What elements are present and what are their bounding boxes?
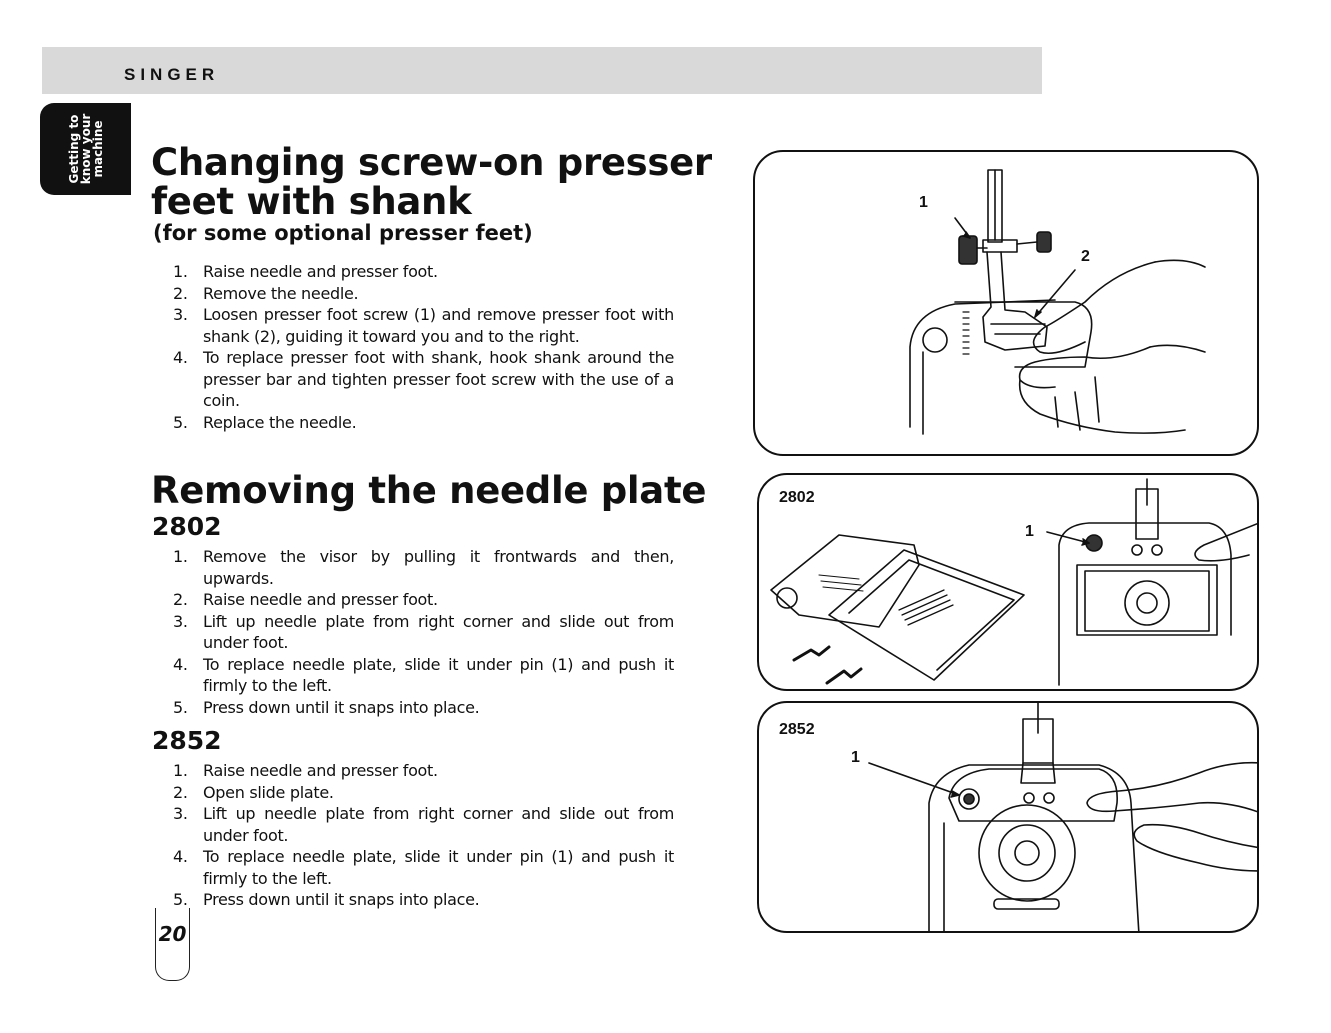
step-number: 4. xyxy=(173,847,188,866)
section1-title-line2: feet with shank xyxy=(151,180,472,223)
figure-2802-label: 2802 xyxy=(779,489,815,506)
list-item: 4. To replace needle plate, slide it unde… xyxy=(168,654,674,697)
page-number: 20 xyxy=(158,922,187,946)
step-number: 1. xyxy=(173,547,188,566)
figure-needle-plate-2802: 2802 1 xyxy=(757,473,1259,691)
model-2802-heading: 2802 xyxy=(152,512,222,541)
step-text: To replace needle plate, slide it under … xyxy=(203,847,674,888)
step-number: 3. xyxy=(173,611,188,631)
figure-presser-foot: 1 2 xyxy=(753,150,1259,456)
callout-1: 1 xyxy=(1025,523,1034,540)
list-item: 1. Raise needle and presser foot. xyxy=(168,261,674,283)
model-2802-steps: 1. Remove the visor by pulling it frontwa… xyxy=(168,546,674,718)
step-number: 5. xyxy=(173,412,188,432)
figure-2852-label: 2852 xyxy=(779,721,815,738)
step-text: Raise needle and presser foot. xyxy=(203,590,438,609)
section-tab-line: machine xyxy=(91,120,105,178)
figure-needle-plate-2852: 2852 1 xyxy=(757,701,1259,933)
step-number: 3. xyxy=(173,804,188,823)
step-text: Loosen presser foot screw (1) and remove… xyxy=(203,305,674,346)
step-number: 1. xyxy=(173,262,188,281)
list-item: 2. Open slide plate. xyxy=(168,782,674,804)
step-number: 2. xyxy=(173,590,188,609)
step-number: 4. xyxy=(173,654,188,674)
step-text: To replace presser foot with shank, hook… xyxy=(203,348,674,410)
list-item: 1. Raise needle and presser foot. xyxy=(168,760,674,782)
model-2852-heading: 2852 xyxy=(152,726,222,755)
step-number: 4. xyxy=(173,348,188,367)
needle-plate-2802-illustration xyxy=(770,478,1257,686)
presser-foot-illustration xyxy=(909,169,1206,435)
list-item: 2. Raise needle and presser foot. xyxy=(168,589,674,611)
step-number: 2. xyxy=(173,283,188,303)
model-2852-steps: 1. Raise needle and presser foot. 2. Open … xyxy=(168,760,674,911)
step-text: Replace the needle. xyxy=(203,412,357,432)
callout-1: 1 xyxy=(919,194,928,211)
list-item: 4. To replace needle plate, slide it unde… xyxy=(168,846,674,889)
list-item: 1. Remove the visor by pulling it frontwa… xyxy=(168,546,674,589)
list-item: 4. To replace presser foot with shank, ho… xyxy=(168,347,674,412)
step-number: 3. xyxy=(173,305,188,324)
step-text: Raise needle and presser foot. xyxy=(203,761,438,780)
step-text: Press down until it snaps into place. xyxy=(203,890,480,909)
step-number: 1. xyxy=(173,761,188,780)
callout-1: 1 xyxy=(851,749,860,766)
step-text: Open slide plate. xyxy=(203,782,334,802)
step-number: 2. xyxy=(173,782,188,802)
list-item: 5. Press down until it snaps into place. xyxy=(168,889,674,911)
needle-plate-2852-illustration xyxy=(868,703,1257,931)
step-text: Remove the needle. xyxy=(203,283,359,303)
step-text: Lift up needle plate from right corner a… xyxy=(203,804,674,845)
step-text: Press down until it snaps into place. xyxy=(203,697,480,717)
section-tab: Getting to know your machine xyxy=(40,103,131,195)
list-item: 5. Press down until it snaps into place. xyxy=(168,697,674,719)
step-text: Remove the visor by pulling it frontward… xyxy=(203,547,674,588)
step-text: Raise needle and presser foot. xyxy=(203,262,438,281)
callout-2: 2 xyxy=(1081,248,1090,265)
list-item: 5. Replace the needle. xyxy=(168,412,674,434)
list-item: 2. Remove the needle. xyxy=(168,283,674,305)
section2-title: Removing the needle plate xyxy=(151,469,707,512)
section-tab-label: Getting to know your machine xyxy=(67,103,105,195)
section1-title-line1: Changing screw-on presser xyxy=(151,141,712,184)
step-text: To replace needle plate, slide it under … xyxy=(203,654,674,696)
list-item: 3. Loosen presser foot screw (1) and remo… xyxy=(168,304,674,347)
page-number-box: 20 xyxy=(155,908,190,981)
step-text: Lift up needle plate from right corner a… xyxy=(203,611,674,653)
step-number: 5. xyxy=(173,697,188,717)
brand-logo: SINGER xyxy=(124,65,220,84)
list-item: 3. Lift up needle plate from right corner… xyxy=(168,803,674,846)
list-item: 3. Lift up needle plate from right corner… xyxy=(168,611,674,654)
section1-subtitle: (for some optional presser feet) xyxy=(153,221,533,245)
header-bar: SINGER xyxy=(42,47,1042,94)
step-number: 5. xyxy=(173,890,188,909)
section1-steps: 1. Raise needle and presser foot. 2. Remov… xyxy=(168,261,674,433)
